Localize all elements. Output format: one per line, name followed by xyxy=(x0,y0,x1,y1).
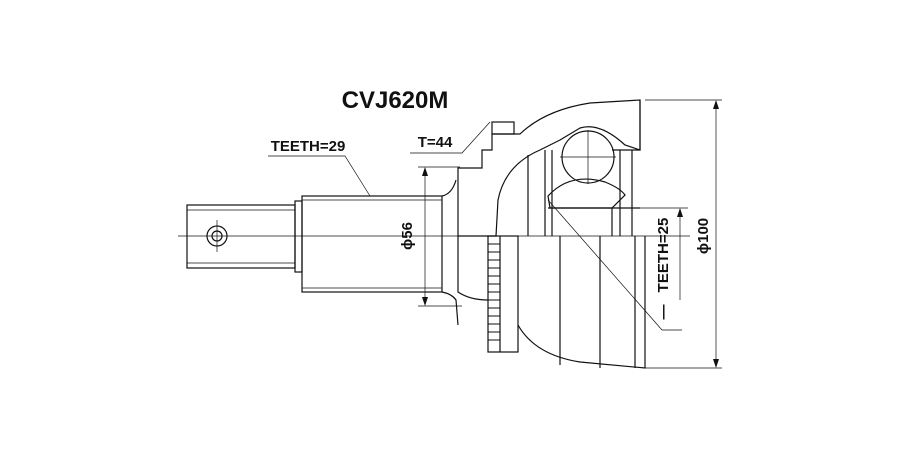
inner-teeth-label: TEETH=25 xyxy=(655,218,672,293)
abs-ring xyxy=(487,235,519,353)
inner-teeth-dimension xyxy=(547,199,688,331)
shaft-diameter-dimension xyxy=(418,166,462,307)
housing-lower xyxy=(457,100,646,369)
inner-race xyxy=(527,130,640,236)
outer-teeth-leader xyxy=(268,155,371,197)
dash-mark: — xyxy=(655,305,672,320)
body-diameter-label: ϕ100 xyxy=(695,218,712,254)
shaft-diameter-label: ϕ56 xyxy=(399,222,416,250)
housing-section xyxy=(457,99,641,237)
part-number-title: CVJ620M xyxy=(342,87,449,114)
shaft-stub xyxy=(186,200,303,273)
abs-teeth-leader xyxy=(410,121,491,154)
abs-teeth-label: T=44 xyxy=(418,134,453,151)
housing-lip xyxy=(491,121,515,135)
body-diameter-dimension xyxy=(645,99,722,369)
splined-shaft xyxy=(301,179,459,326)
outer-teeth-label: TEETH=29 xyxy=(271,138,346,155)
